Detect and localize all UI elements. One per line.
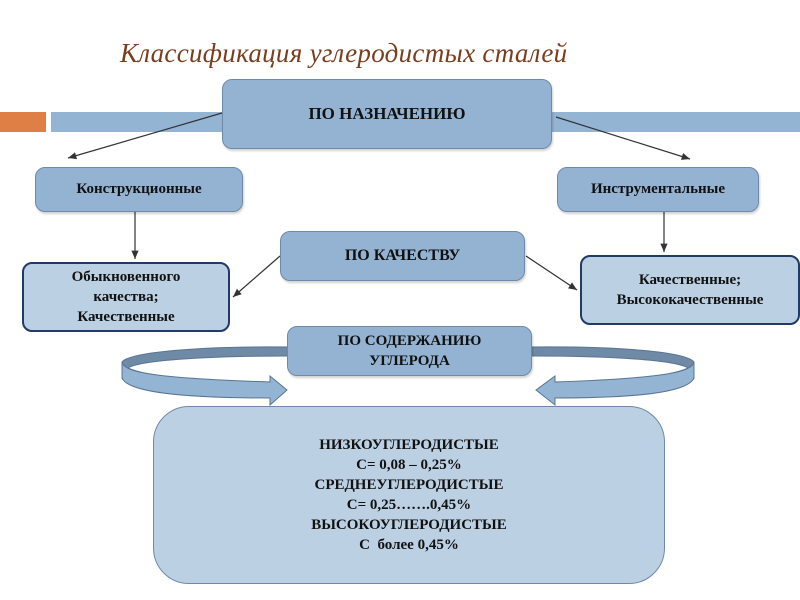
quality-node: ПО КАЧЕСТВУ bbox=[280, 231, 525, 281]
connector-purpose-to-tool bbox=[555, 116, 691, 160]
slide-title: Классификация углеродистых сталей bbox=[120, 38, 568, 68]
construction-node: Конструкционные bbox=[35, 167, 243, 212]
quality-label: ПО КАЧЕСТВУ bbox=[344, 247, 461, 264]
ordinary-quality-line: качества; bbox=[93, 289, 159, 305]
connector-purpose-to-construction bbox=[67, 112, 223, 160]
high-carbon-name: ВЫСОКОУГЛЕРОДИСТЫЕ bbox=[311, 517, 507, 533]
tool-node: Инструментальные bbox=[557, 167, 759, 212]
carbon-content-line: ПО СОДЕРЖАНИЮ bbox=[337, 333, 482, 349]
accent-bar-orange bbox=[0, 112, 46, 132]
high-carbon-range: С более 0,45% bbox=[359, 537, 459, 553]
carbon-content-line: УГЛЕРОДА bbox=[369, 353, 450, 369]
purpose-node: ПО НАЗНАЧЕНИЮ bbox=[222, 79, 552, 149]
medium-carbon-name: СРЕДНЕУГЛЕРОДИСТЫЕ bbox=[314, 477, 504, 493]
connector-quality-to-ordinary bbox=[232, 255, 281, 298]
high-quality-line: Высококачественные bbox=[616, 292, 764, 308]
medium-carbon-range: С= 0,25…….0,45% bbox=[346, 497, 472, 513]
ordinary-quality-node: Обыкновенного качества; Качественные bbox=[22, 262, 230, 332]
ring-arrow-right bbox=[529, 346, 695, 407]
ordinary-quality-line: Обыкновенного bbox=[71, 269, 181, 285]
carbon-content-node: ПО СОДЕРЖАНИЮ УГЛЕРОДА bbox=[287, 326, 532, 376]
high-quality-node: Качественные; Высококачественные bbox=[580, 255, 800, 325]
low-carbon-range: С= 0,08 – 0,25% bbox=[356, 457, 462, 473]
tool-label: Инструментальные bbox=[590, 181, 726, 197]
purpose-label: ПО НАЗНАЧЕНИЮ bbox=[308, 104, 466, 123]
construction-label: Конструкционные bbox=[76, 181, 202, 197]
low-carbon-name: НИЗКОУГЛЕРОДИСТЫЕ bbox=[319, 437, 499, 453]
high-quality-line: Качественные; bbox=[638, 272, 742, 288]
connector-quality-to-highquality bbox=[525, 255, 578, 291]
carbon-groups-node: НИЗКОУГЛЕРОДИСТЫЕ С= 0,08 – 0,25% СРЕДНЕ… bbox=[153, 406, 665, 584]
ring-arrow-left bbox=[121, 346, 291, 407]
ordinary-quality-line: Качественные bbox=[77, 309, 175, 325]
